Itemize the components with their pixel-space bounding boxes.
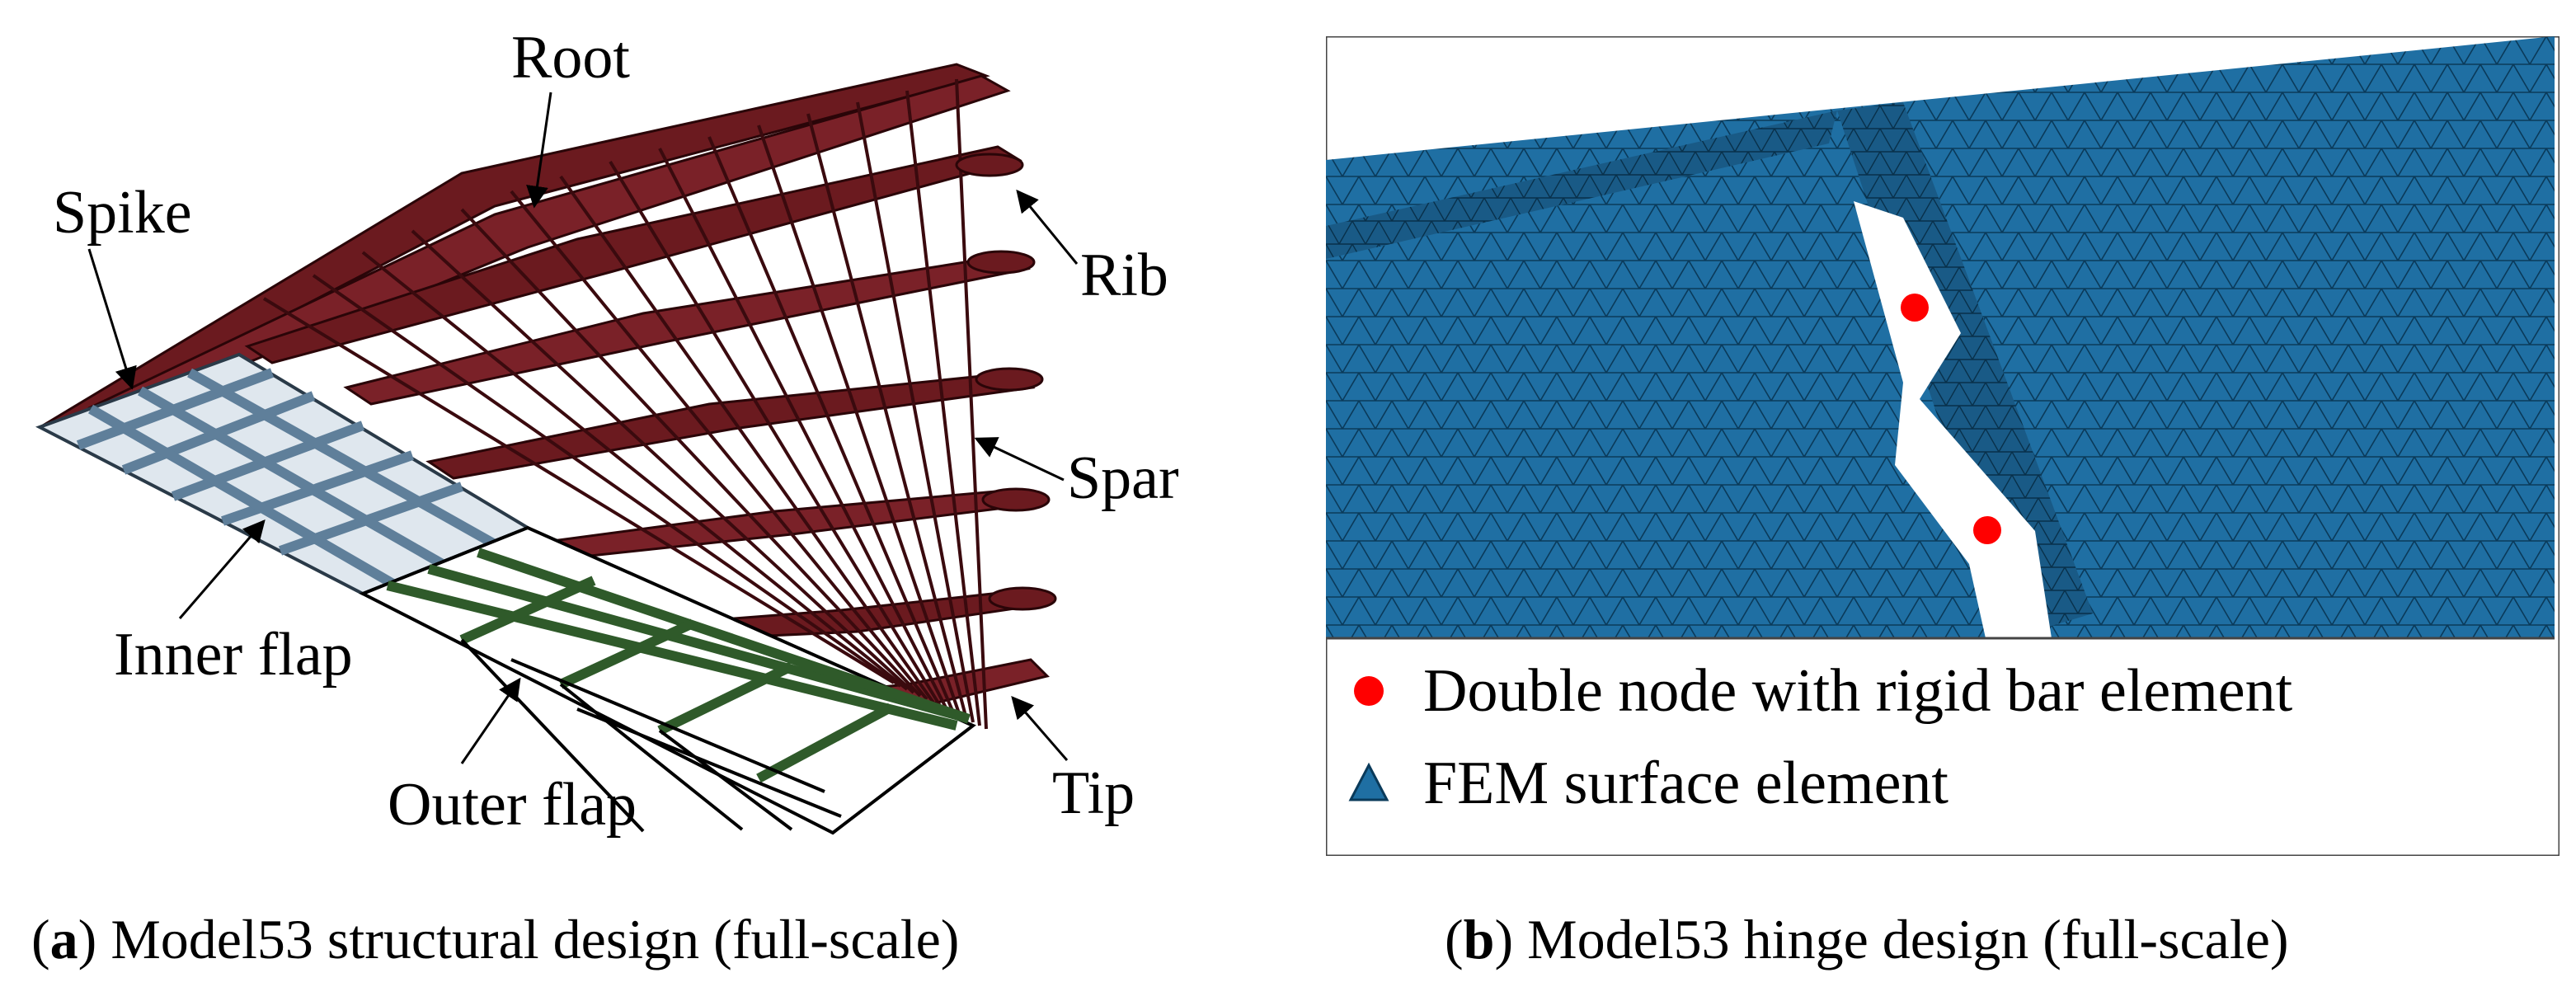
legend: Double node with rigid bar element FEM s… xyxy=(1348,657,2293,817)
double-nodes xyxy=(1901,294,2001,544)
caption-a: (a) Model53 structural design (full-scal… xyxy=(31,908,960,971)
label-root: Root xyxy=(511,24,630,92)
label-inner-flap: Inner flap xyxy=(114,621,353,689)
outer-flap xyxy=(359,525,976,835)
label-inner-flap-group: Inner flap xyxy=(114,519,353,689)
legend-fem-label: FEM surface element xyxy=(1423,750,1948,817)
legend-double-node-label: Double node with rigid bar element xyxy=(1423,657,2293,725)
label-rib: Rib xyxy=(1080,242,1168,309)
label-outer-flap: Outer flap xyxy=(388,771,637,839)
caption-b: (b) Model53 hinge design (full-scale) xyxy=(1445,908,2289,971)
double-node-lower xyxy=(1973,516,2001,544)
inner-flap xyxy=(35,352,532,596)
rib-caps xyxy=(955,153,1057,611)
rib-lines xyxy=(262,78,988,730)
label-spike: Spike xyxy=(53,179,192,247)
label-root-group: Root xyxy=(511,24,630,209)
double-node-upper xyxy=(1901,294,1929,322)
label-tip-group: Tip xyxy=(1011,695,1135,827)
legend-red-circle-icon xyxy=(1354,676,1384,706)
structural-design-figure: Root Spike Rib Spar Inner flap Outer fla… xyxy=(35,24,1179,839)
label-rib-group: Rib xyxy=(1016,189,1168,309)
caption-b-letter: b xyxy=(1463,908,1495,971)
label-spar: Spar xyxy=(1067,444,1179,512)
caption-b-text: Model53 hinge design (full-scale) xyxy=(1527,908,2289,971)
label-spar-group: Spar xyxy=(974,437,1179,512)
caption-a-text: Model53 structural design (full-scale) xyxy=(110,908,960,971)
label-outer-flap-group: Outer flap xyxy=(388,677,637,839)
caption-a-letter: a xyxy=(49,908,78,971)
legend-blue-triangle-icon xyxy=(1348,762,1389,801)
label-tip: Tip xyxy=(1052,759,1135,827)
label-spike-group: Spike xyxy=(53,179,192,390)
hinge-design-figure: Double node with rigid bar element FEM s… xyxy=(1326,36,2560,856)
